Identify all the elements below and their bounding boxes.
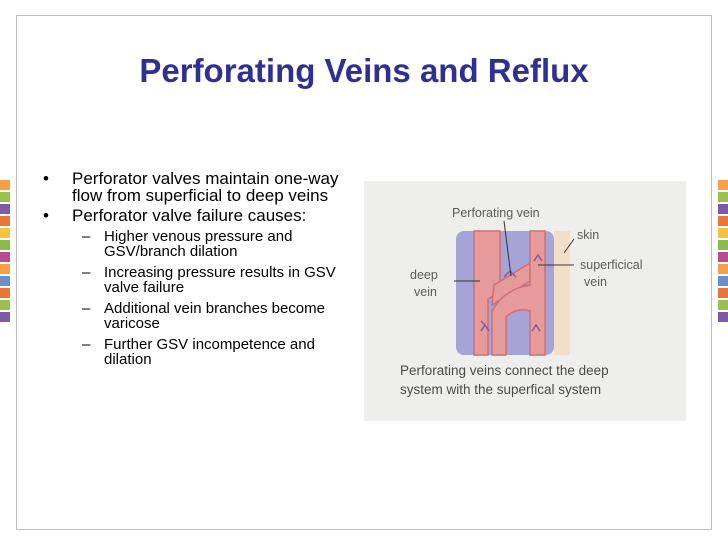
pointer-line xyxy=(563,238,575,254)
sub-bullet-item: Higher venous pressure and GSV/branch di… xyxy=(72,229,340,259)
bullet-item: Perforator valve failure causes: Higher … xyxy=(40,207,340,367)
sub-bullet-item: Increasing pressure results in GSV valve… xyxy=(72,265,340,295)
diagram-caption: Perforating veins connect the deep xyxy=(400,363,609,378)
superficial-vein xyxy=(491,230,546,356)
skin-label: skin xyxy=(577,228,599,242)
bullet-text: Perforator valve failure causes: xyxy=(72,206,307,225)
vein-diagram: Perforating vein skin deep vein superfic… xyxy=(364,181,686,421)
valve-mark xyxy=(480,320,490,332)
superficial-vein-label: superficical xyxy=(580,258,643,272)
skin-region xyxy=(554,231,570,355)
valve-mark xyxy=(531,323,541,332)
left-decorative-strip xyxy=(0,180,10,330)
superficial-vein-label: vein xyxy=(584,275,607,289)
vein-diagram-svg: Perforating vein skin deep vein superfic… xyxy=(400,206,643,397)
sub-bullet-list: Higher venous pressure and GSV/branch di… xyxy=(72,229,340,367)
right-decorative-strip xyxy=(718,180,728,330)
bullet-item: Perforator valves maintain one-way flow … xyxy=(40,170,340,204)
sub-bullet-item: Further GSV incompetence and dilation xyxy=(72,337,340,367)
bullet-list: Perforator valves maintain one-way flow … xyxy=(40,170,340,373)
perforating-vein-label: Perforating vein xyxy=(452,206,540,220)
pointer-line xyxy=(503,220,512,277)
diagram-caption: system with the superfical system xyxy=(400,382,601,397)
slide-title: Perforating Veins and Reflux xyxy=(139,52,589,89)
bullet-text: Perforator valves maintain one-way flow … xyxy=(72,169,339,205)
deep-vein-label: deep xyxy=(410,268,438,282)
sub-bullet-item: Additional vein branches become varicose xyxy=(72,301,340,331)
deep-vein-label: vein xyxy=(414,285,437,299)
valve-mark xyxy=(533,253,543,262)
